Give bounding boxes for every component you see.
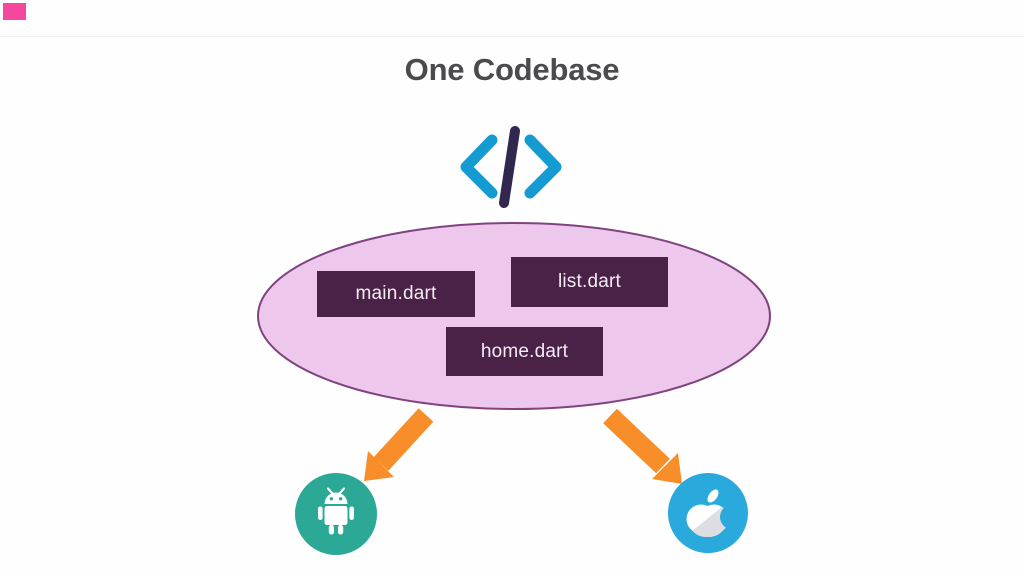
slash-icon xyxy=(499,126,520,208)
android-eye-right xyxy=(339,497,343,501)
top-divider-line xyxy=(0,36,1024,37)
arrow-head xyxy=(364,451,394,481)
android-arm-right xyxy=(349,506,354,520)
apple-platform-badge xyxy=(668,473,748,553)
android-eye-left xyxy=(329,497,333,501)
file-box-home-dart: home.dart xyxy=(446,327,603,376)
page-title: One Codebase xyxy=(404,52,620,87)
apple-leaf xyxy=(707,489,719,503)
android-body xyxy=(324,506,348,525)
android-platform-badge xyxy=(295,473,377,555)
android-leg-right xyxy=(338,525,344,535)
code-angle-brackets-slash-icon xyxy=(460,126,562,208)
apple-body-shade xyxy=(686,504,729,537)
arrow-to-apple xyxy=(603,408,682,484)
arrow-shaft xyxy=(373,408,434,471)
file-label: home.dart xyxy=(480,340,569,362)
android-antenna-right xyxy=(338,487,346,495)
file-box-main-dart: main.dart xyxy=(317,271,475,317)
android-head xyxy=(324,492,348,504)
arrow-to-android xyxy=(364,408,434,481)
android-leg-left xyxy=(328,525,334,535)
left-angle-bracket-icon xyxy=(460,134,498,199)
arrow-head xyxy=(652,453,682,484)
file-label: main.dart xyxy=(355,283,437,304)
file-box-list-dart: list.dart xyxy=(511,257,668,307)
android-robot-icon xyxy=(318,487,354,535)
android-arm-left xyxy=(318,506,323,520)
apple-bite-cutout xyxy=(720,504,745,530)
file-label: list.dart xyxy=(557,271,622,292)
right-angle-bracket-icon xyxy=(524,134,562,199)
arrow-shaft xyxy=(603,408,670,474)
apple-logo-icon xyxy=(686,489,745,537)
corner-accent-square xyxy=(3,3,26,20)
android-antenna-left xyxy=(326,487,334,495)
